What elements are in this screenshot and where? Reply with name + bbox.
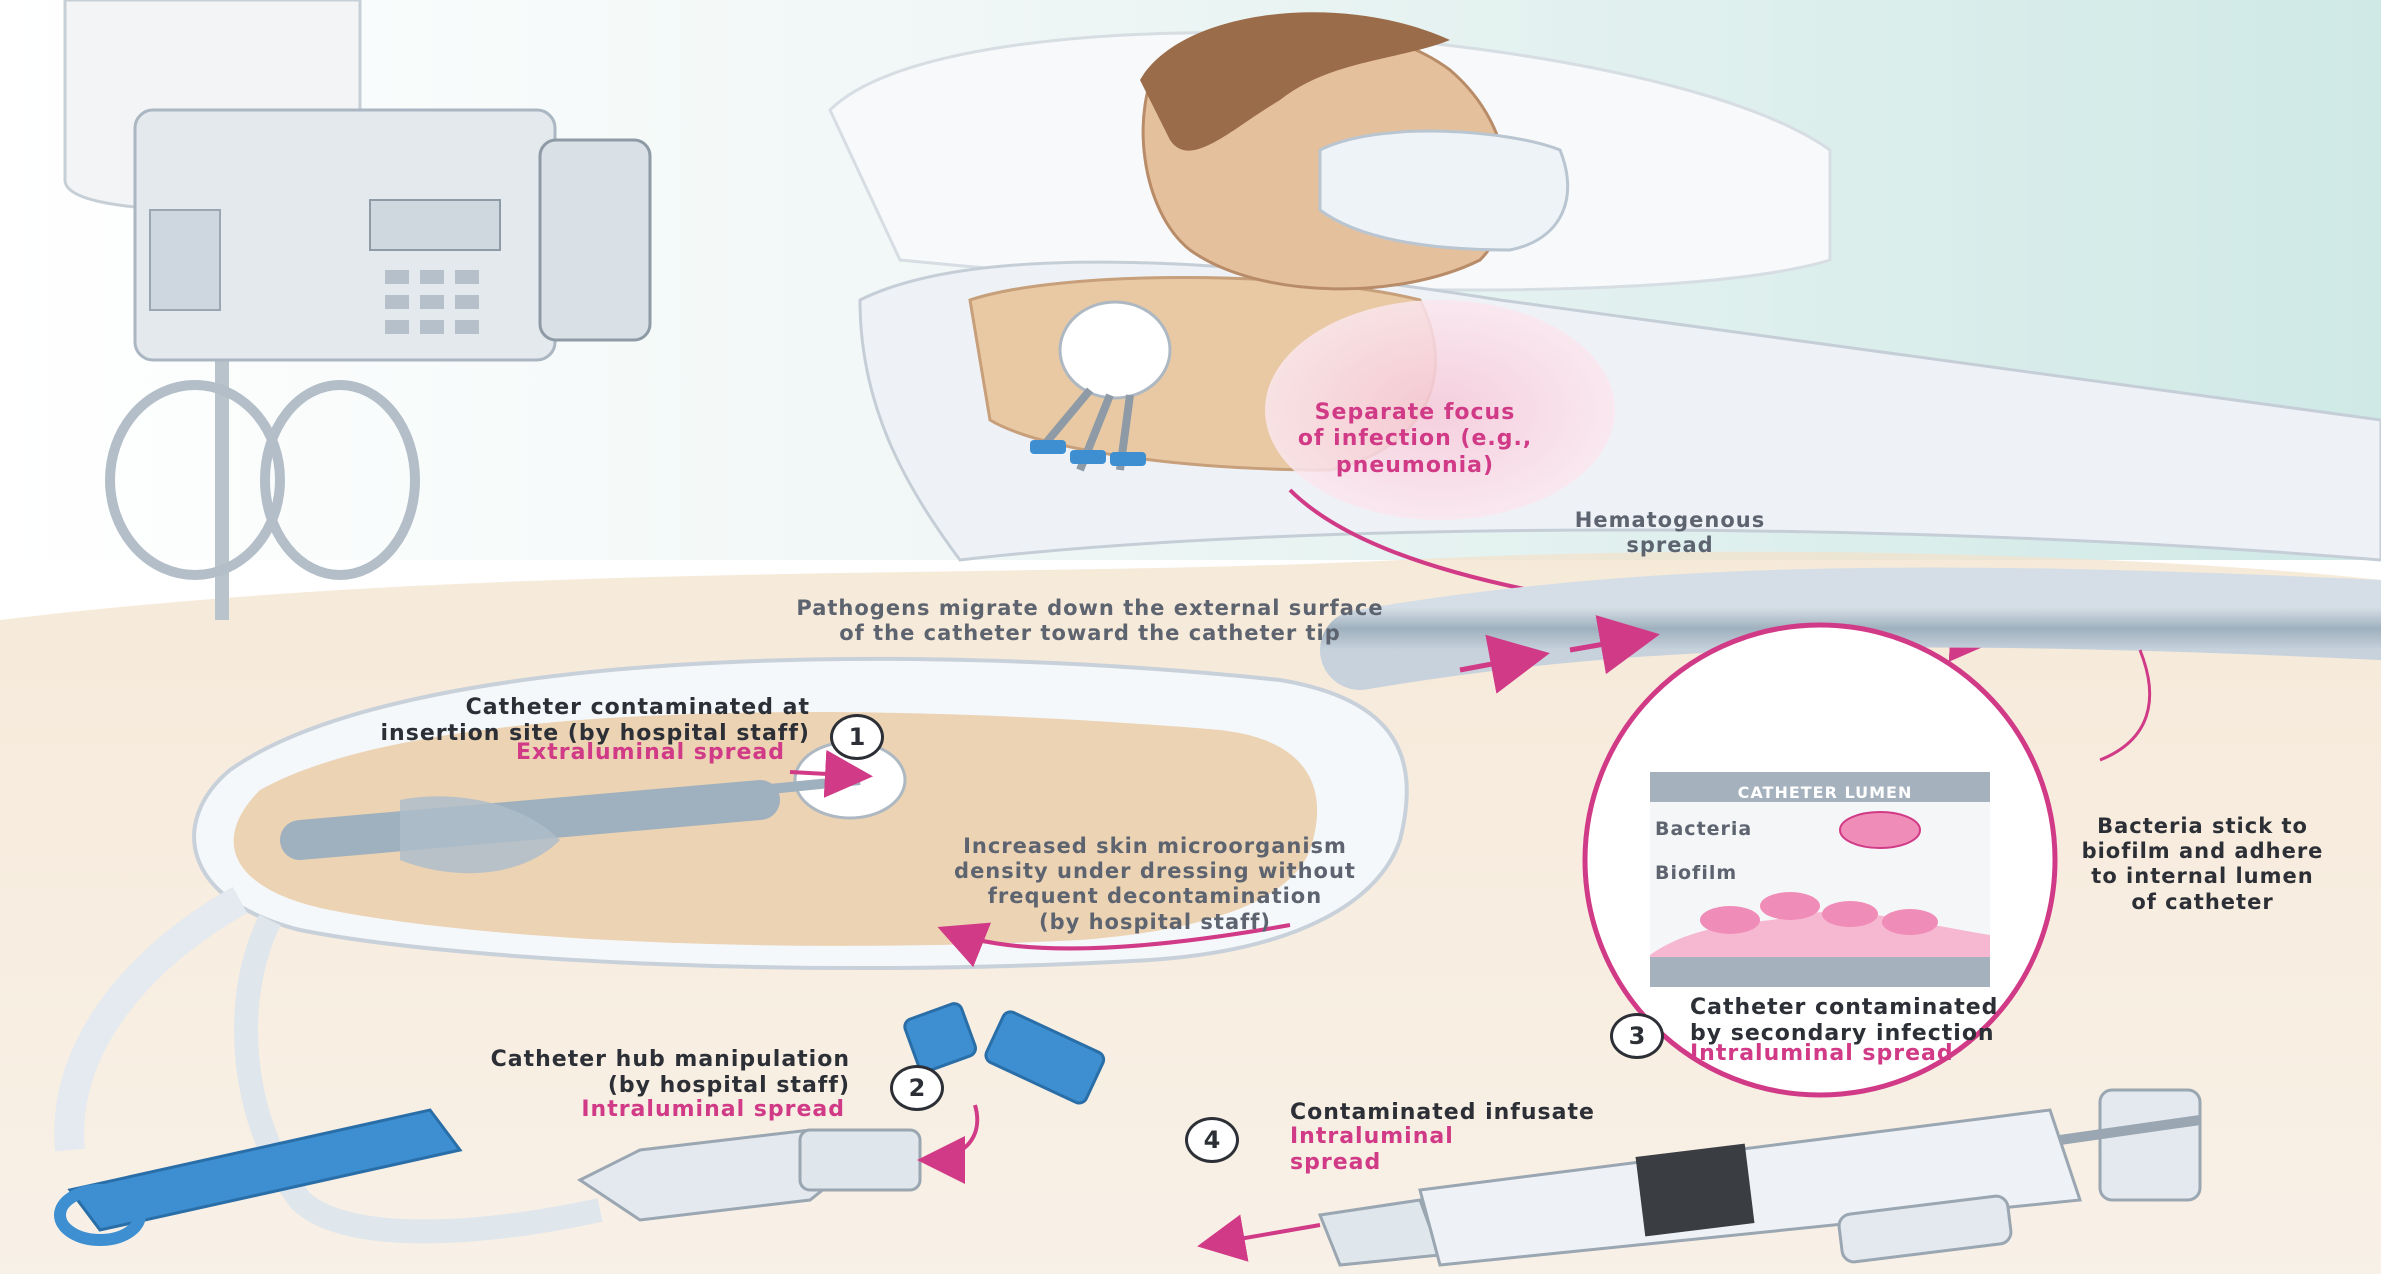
chest-dressing <box>1060 302 1170 398</box>
hematogenous-label: Hematogenous spread <box>1520 508 1820 558</box>
step-4-badge: 4 <box>1185 1117 1239 1163</box>
intraluminal-2-label: Intraluminal spread <box>260 1097 845 1123</box>
bacteria-stick-label: Bacteria stick to biofilm and adhere to … <box>2030 814 2375 915</box>
skin-density-label: Increased skin microorganism density und… <box>880 834 1430 935</box>
hub-manipulation-label: Catheter hub manipulation (by hospital s… <box>260 1047 850 1100</box>
secondary-infection-label: Catheter contaminated by secondary infec… <box>1690 995 2170 1048</box>
step-1-badge: 1 <box>830 714 884 760</box>
intraluminal-4-label: Intraluminal spread <box>1290 1124 1590 1177</box>
contaminated-infusate-label: Contaminated infusate <box>1290 1100 1790 1126</box>
separate-focus-label: Separate focus of infection (e.g., pneum… <box>1255 400 1575 479</box>
pathogens-label: Pathogens migrate down the external surf… <box>690 596 1490 646</box>
biofilm-label: Biofilm <box>1655 862 1737 885</box>
catheter-lumen-title: CATHETER LUMEN <box>1700 783 1950 802</box>
step-2-badge: 2 <box>890 1065 944 1111</box>
bacteria-label: Bacteria <box>1655 818 1752 841</box>
step-3-badge: 3 <box>1610 1013 1664 1059</box>
intraluminal-3-label: Intraluminal spread <box>1690 1041 2170 1067</box>
extraluminal-label: Extraluminal spread <box>160 740 785 766</box>
